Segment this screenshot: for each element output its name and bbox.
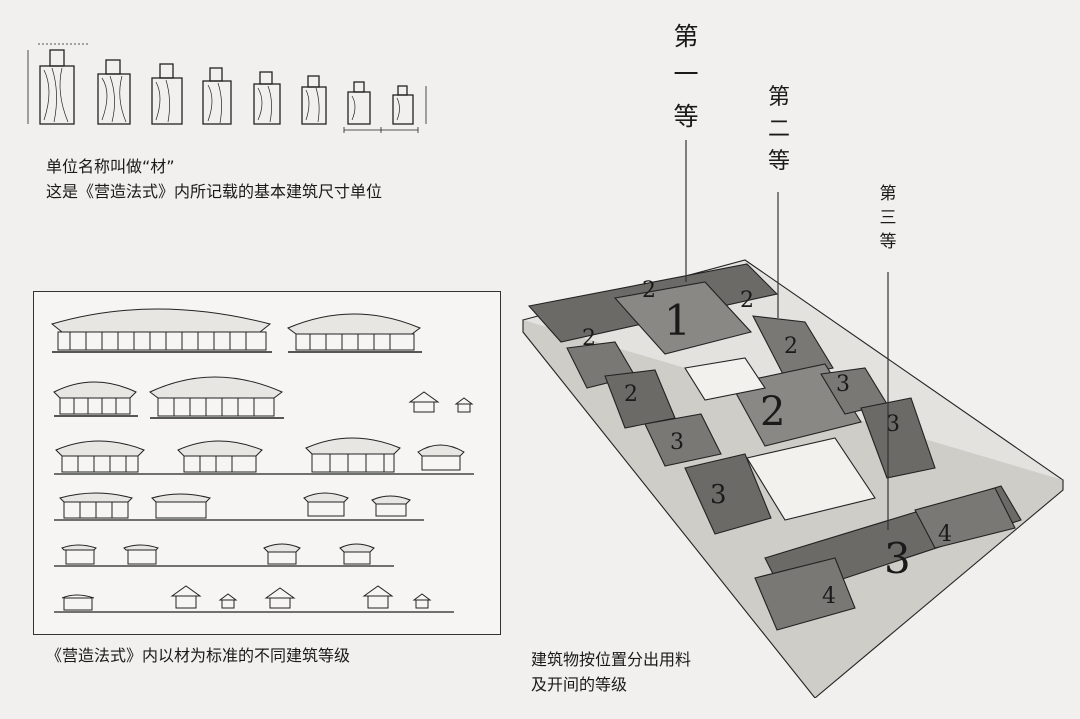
building-label-4a: 4 <box>938 522 952 547</box>
grade-1-char-1: 第 <box>673 22 699 51</box>
pavilion-row6-1 <box>170 585 202 609</box>
grade-3-char-3: 等 <box>879 232 897 252</box>
top-caption-line1: 单位名称叫做“材” <box>46 157 175 176</box>
building-label-3a: 3 <box>836 372 850 397</box>
timber-section-3 <box>151 63 183 125</box>
building-label-2c: 2 <box>582 326 596 351</box>
hall-row4-1 <box>59 492 133 519</box>
pavilion-row6-4 <box>362 585 394 609</box>
hall-row4-2 <box>151 493 211 519</box>
grade-1-char-3: 等 <box>673 102 699 131</box>
hall-large-2 <box>287 313 422 353</box>
building-label-3b: 3 <box>670 430 684 455</box>
building-elevations <box>50 308 474 613</box>
hall-large-1 <box>50 308 272 353</box>
pavilion-row2-1 <box>408 391 440 413</box>
hall-row2-2 <box>149 376 284 419</box>
top-caption-line2: 这是《营造法式》内所记载的基本建筑尺寸单位 <box>46 182 383 201</box>
timber-section-2 <box>97 59 131 125</box>
courtyard-complex-illustration <box>522 259 1064 698</box>
right-caption-line2: 及开间的等级 <box>531 675 628 694</box>
grade-1-label: 第 一 等 <box>668 20 704 134</box>
corner-4-roof <box>754 557 856 631</box>
building-label-2b: 2 <box>740 288 754 313</box>
building-label-3c: 3 <box>886 412 900 437</box>
grade-3-char-1: 第 <box>879 184 897 204</box>
timber-section-1 <box>39 49 75 125</box>
grade-2-char-2: 二 <box>767 117 790 142</box>
courtyard-floor <box>746 437 876 521</box>
hall-row2-1 <box>53 381 138 417</box>
hall-row3-2 <box>177 440 263 473</box>
left-wing-2-roof <box>604 369 676 429</box>
timber-section-4 <box>202 67 232 125</box>
building-label-2e: 2 <box>624 382 638 407</box>
gate-4-roof <box>914 487 1016 549</box>
building-label-3d: 3 <box>710 480 727 510</box>
left-wing-3-roof <box>644 413 722 467</box>
timber-section-diagram <box>27 43 427 133</box>
hall-row3-3 <box>305 437 401 473</box>
side-wing-2-right-roof <box>752 315 834 379</box>
building-label-2a: 2 <box>642 278 656 303</box>
grade-1-char-2: 一 <box>673 60 699 89</box>
middle-caption: 《营造法式》内以材为标准的不同建筑等级 <box>46 646 351 665</box>
hall-row5-3 <box>263 543 301 565</box>
hall-row4-4 <box>371 495 411 517</box>
right-wing-3b-roof <box>860 397 936 479</box>
building-label-4b: 4 <box>822 584 836 609</box>
building-label-3e: 3 <box>884 534 911 583</box>
pavilion-row2-2 <box>454 397 474 413</box>
hall-row5-4 <box>339 543 375 565</box>
grade-2-label: 第 二 等 <box>762 82 796 178</box>
hall-row3-1 <box>55 440 145 473</box>
hall-row6-1 <box>61 594 95 611</box>
grade-3-label: 第 三 等 <box>876 182 900 254</box>
hall-row5-2 <box>123 544 159 565</box>
right-caption: 建筑物按位置分出用料 及开间的等级 <box>531 647 691 697</box>
building-grade-chart <box>33 291 501 635</box>
grade-2-char-1: 第 <box>767 85 790 110</box>
courtyard-floor-2 <box>684 357 766 401</box>
pavilion-row6-3 <box>264 587 296 609</box>
grade-2-char-3: 等 <box>767 149 790 174</box>
grade-3-char-2: 三 <box>879 208 897 228</box>
building-label-1: 1 <box>664 296 691 345</box>
hall-row4-3 <box>303 492 349 517</box>
building-label-2d: 2 <box>784 334 798 359</box>
main-hall-1-roof <box>613 281 753 355</box>
right-caption-line1: 建筑物按位置分出用料 <box>531 650 692 669</box>
building-label-2-main: 2 <box>760 389 786 435</box>
timber-section-7 <box>347 81 371 125</box>
hall-row3-4 <box>417 444 465 471</box>
timber-section-6 <box>301 75 327 125</box>
top-caption: 单位名称叫做“材” 这是《营造法式》内所记载的基本建筑尺寸单位 <box>46 154 382 204</box>
left-wing-3b-roof <box>684 453 772 535</box>
pavilion-row6-5 <box>412 593 432 609</box>
pavilion-row6-2 <box>218 593 238 609</box>
hall-row5-1 <box>61 544 97 565</box>
timber-section-5 <box>253 71 281 125</box>
timber-section-8 <box>392 85 414 125</box>
